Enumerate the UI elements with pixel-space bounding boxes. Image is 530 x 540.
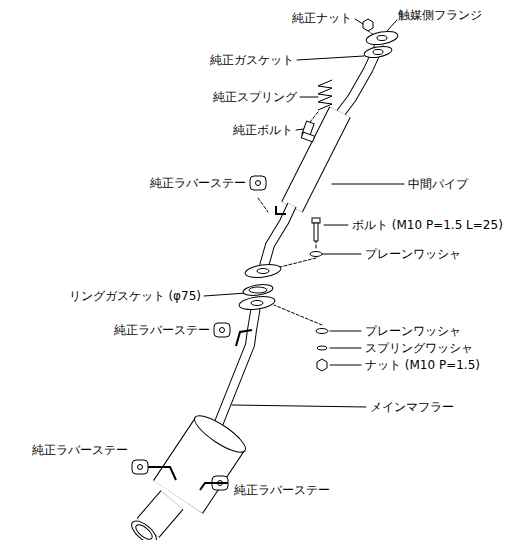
part-label: 純正ラバーステー (114, 323, 210, 337)
part-label: メインマフラー (370, 400, 454, 414)
part-label: 純正ナット (292, 11, 352, 25)
part-label: 純正ラバーステー (32, 443, 128, 457)
part-label: 中間パイプ (408, 177, 468, 191)
part-label: ボルト (M10 P=1.5 L=25) (352, 218, 503, 232)
part-label: ナット (M10 P=1.5) (365, 358, 480, 372)
part-label: プレーンワッシャ (365, 324, 461, 338)
part-label: 純正スプリング (213, 90, 297, 104)
part-label: スプリングワッシャ (365, 341, 473, 355)
part-label: 純正ラバーステー (234, 483, 330, 497)
part-label: 純正ガスケット (210, 53, 294, 67)
part-label: 触媒側フランジ (398, 8, 482, 22)
part-label: プレーンワッシャ (365, 247, 461, 261)
part-label: 純正ボルト (233, 123, 293, 137)
part-label: 純正ラバーステー (150, 176, 246, 190)
part-label: リングガスケット (φ75) (69, 289, 201, 303)
